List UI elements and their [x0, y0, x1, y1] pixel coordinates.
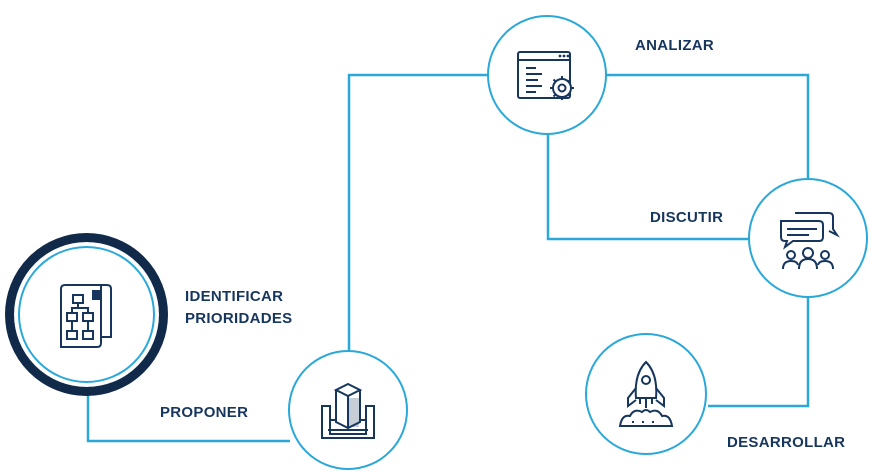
connector-proponer-analizar — [347, 73, 488, 352]
step-analizar-label: ANALIZAR — [635, 37, 715, 54]
step-identificar-line1: IDENTIFICAR — [185, 288, 284, 305]
step-analizar-node[interactable] — [487, 15, 607, 135]
flowchart-document-icon — [60, 284, 112, 348]
connector-analizar-discutir-bottom — [546, 135, 750, 241]
rocket-launch-icon — [618, 360, 674, 427]
step-identificar-line2: PRIORIDADES — [185, 310, 293, 327]
step-desarrollar-node[interactable] — [585, 333, 707, 455]
step-proponer-node[interactable] — [288, 350, 408, 470]
browser-gear-icon — [517, 51, 574, 100]
blueprint-building-icon — [321, 382, 375, 439]
step-proponer-label: PROPONER — [160, 404, 249, 421]
team-chat-icon — [780, 212, 840, 270]
connector-analizar-discutir-top — [606, 73, 810, 180]
connector-identificar-proponer — [86, 388, 290, 443]
step-identificar-node[interactable] — [5, 233, 168, 396]
step-discutir-label: DISCUTIR — [650, 209, 724, 226]
step-identificar-label: IDENTIFICAR PRIORIDADES — [185, 286, 292, 330]
step-desarrollar-label: DESARROLLAR — [727, 434, 846, 451]
step-discutir-node[interactable] — [748, 178, 868, 298]
connector-discutir-desarrollar — [708, 298, 810, 408]
